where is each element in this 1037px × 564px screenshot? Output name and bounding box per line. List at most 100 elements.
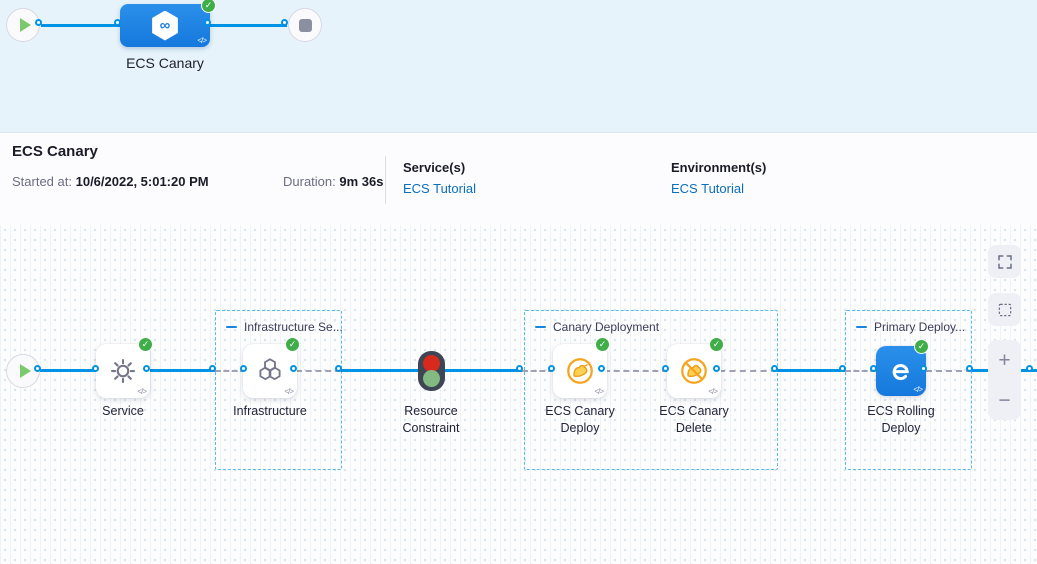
step-node-resource-constraint[interactable] <box>418 351 445 391</box>
group-header-canary[interactable]: Canary Deployment <box>535 320 659 334</box>
success-check-icon: ✓ <box>914 339 929 354</box>
execution-details-bar: ECS Canary Started at: 10/6/2022, 5:01:2… <box>0 134 1037 225</box>
group-canary-deployment: Canary Deployment <box>524 310 778 470</box>
connector-dot <box>713 365 720 372</box>
code-view-icon[interactable]: </> <box>594 387 604 396</box>
step-node-ecs-canary-deploy[interactable]: ✓ </> <box>553 337 610 398</box>
fullscreen-icon <box>997 254 1012 269</box>
group-header-primary[interactable]: Primary Deploy... <box>856 320 965 334</box>
connector-dot <box>34 365 41 372</box>
success-check-icon: ✓ <box>595 337 610 352</box>
group-primary-deployment: Primary Deploy... <box>845 310 972 470</box>
duration: Duration: 9m 36s <box>283 174 384 189</box>
connector-dot <box>870 365 877 372</box>
connector-dot <box>143 365 150 372</box>
edge <box>341 369 418 372</box>
stage-graph-banner: ∞ ✓ </> ECS Canary <box>0 0 1037 133</box>
connector-dot <box>516 365 523 372</box>
stage-node-ecs-canary[interactable]: ∞ ✓ </> <box>120 0 216 47</box>
pipeline-end-node <box>288 8 322 42</box>
group-infrastructure-section: Infrastructure Se... <box>215 310 343 470</box>
started-at: Started at: 10/6/2022, 5:01:20 PM <box>12 174 209 189</box>
edge <box>149 369 215 372</box>
execution-graph-canvas[interactable]: Infrastructure Se... Canary Deployment P… <box>0 225 1037 564</box>
pipeline-title: ECS Canary <box>12 143 98 160</box>
connector-dot <box>290 365 297 372</box>
connector-dot <box>598 365 605 372</box>
code-view-icon[interactable]: </> <box>197 36 207 45</box>
step-label-ecs-rolling-deploy: ECS Rolling Deploy <box>867 404 935 435</box>
edge-dashed <box>845 370 876 372</box>
edge-dashed <box>719 370 777 372</box>
environments-link[interactable]: ECS Tutorial <box>671 181 744 196</box>
step-label-infrastructure: Infrastructure <box>233 404 307 418</box>
ecs-rolling-icon <box>892 364 909 381</box>
code-view-icon[interactable]: </> <box>708 387 718 396</box>
step-node-ecs-canary-delete[interactable]: ✓ </> <box>667 337 724 398</box>
code-view-icon[interactable]: </> <box>137 387 147 396</box>
connector-dot <box>771 365 778 372</box>
success-check-icon: ✓ <box>285 337 300 352</box>
step-label-service: Service <box>102 404 144 418</box>
edge <box>41 24 120 27</box>
connector-dot <box>839 365 846 372</box>
connector-dot <box>920 365 927 372</box>
connector-dot <box>204 19 211 26</box>
pipeline-start-node <box>6 8 40 42</box>
connector-dot <box>662 365 669 372</box>
step-node-infrastructure[interactable]: ✓ </> <box>243 337 300 398</box>
code-view-icon[interactable]: </> <box>913 385 923 394</box>
edge <box>210 24 287 27</box>
edge-dashed <box>215 370 246 372</box>
services-link[interactable]: ECS Tutorial <box>403 181 476 196</box>
infrastructure-hexagons-icon <box>259 358 281 381</box>
connector-dot <box>281 19 288 26</box>
environments-label: Environment(s) <box>671 160 767 175</box>
zoom-panel: + − <box>988 340 1021 420</box>
step-label-ecs-canary-delete: ECS Canary Delete <box>659 404 729 435</box>
step-label-resource-constraint: Resource Constraint <box>402 404 460 435</box>
collapse-icon[interactable] <box>226 325 237 329</box>
play-icon <box>19 18 31 32</box>
connector-dot <box>966 365 973 372</box>
connector-dot <box>548 365 555 372</box>
divider <box>385 156 386 204</box>
connector-dot <box>1026 365 1033 372</box>
canary-delete-icon <box>681 358 707 384</box>
group-header-infrastructure[interactable]: Infrastructure Se... <box>226 320 343 334</box>
collapse-icon[interactable] <box>535 325 546 329</box>
stop-icon <box>298 18 312 32</box>
connector-dot <box>35 19 42 26</box>
gear-icon <box>110 358 136 384</box>
collapse-icon[interactable] <box>856 325 867 329</box>
services-label: Service(s) <box>403 160 466 175</box>
fit-to-canvas-button[interactable] <box>988 293 1021 326</box>
code-view-icon[interactable]: </> <box>284 387 294 396</box>
fullscreen-button[interactable] <box>988 245 1021 278</box>
edge-dashed <box>926 370 972 372</box>
edge <box>777 369 845 372</box>
connector-dot <box>114 19 121 26</box>
stage-label[interactable]: ECS Canary <box>126 55 204 71</box>
step-node-ecs-rolling-deploy[interactable]: ✓ </> <box>876 339 929 396</box>
step-node-service[interactable]: ✓ </> <box>96 337 153 398</box>
edge <box>445 369 522 372</box>
connector-dot <box>209 365 216 372</box>
step-label-ecs-canary-deploy: ECS Canary Deploy <box>545 404 615 435</box>
connector-dot <box>240 365 247 372</box>
edge-dashed <box>296 370 341 372</box>
success-check-icon: ✓ <box>201 0 216 13</box>
edge-dashed <box>604 370 668 372</box>
play-icon <box>19 364 31 378</box>
fit-selection-icon <box>998 303 1011 316</box>
canary-deploy-icon <box>567 358 593 384</box>
zoom-in-button[interactable]: + <box>998 348 1011 372</box>
connector-dot <box>92 365 99 372</box>
zoom-out-button[interactable]: − <box>998 388 1011 412</box>
connector-dot <box>335 365 342 372</box>
traffic-green-light-icon <box>423 370 440 387</box>
success-check-icon: ✓ <box>138 337 153 352</box>
edge-dashed <box>522 370 554 372</box>
success-check-icon: ✓ <box>709 337 724 352</box>
traffic-red-light-icon <box>423 355 440 372</box>
